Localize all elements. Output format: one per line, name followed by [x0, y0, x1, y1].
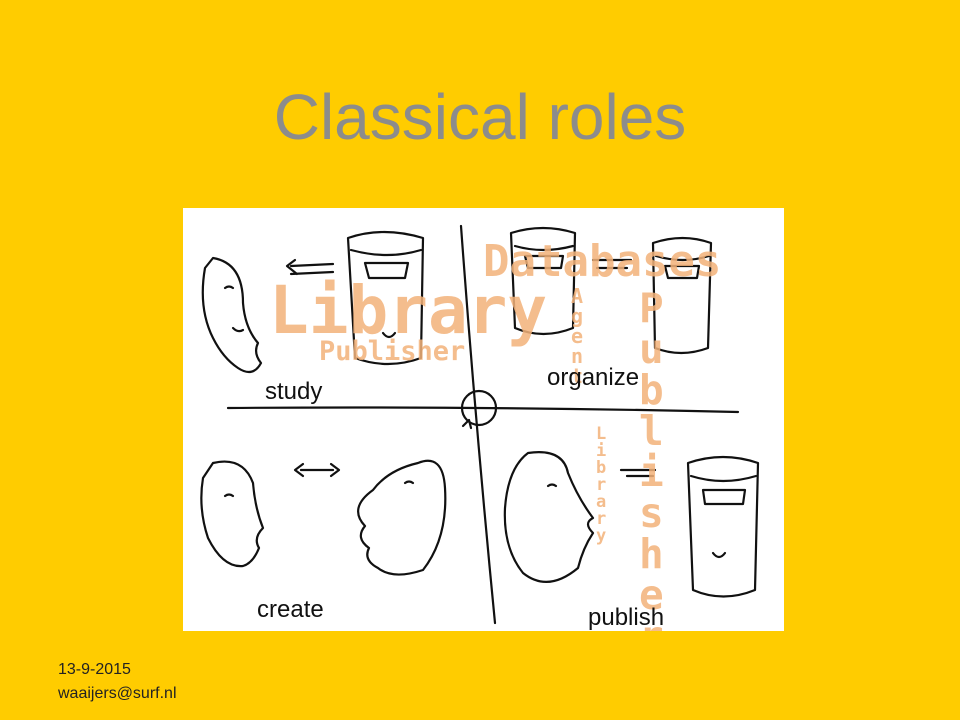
arrow-left [285, 258, 335, 276]
overlay-library: Library [269, 272, 548, 349]
face-study [201, 256, 263, 374]
label-study: study [265, 378, 323, 405]
arrow-double [293, 462, 341, 478]
overlay-databases: Databases [483, 236, 722, 287]
cup-organize-1 [509, 226, 577, 336]
label-publish: publish [588, 604, 665, 631]
vertical-axis [459, 224, 497, 625]
cup-publish [686, 455, 760, 598]
horizontal-axis [226, 406, 740, 414]
slide-title: Classical roles [273, 81, 687, 153]
label-create: create [257, 596, 324, 623]
footer-email: waaijers@surf.nl [58, 685, 177, 702]
overlay-publisher: Publisher [319, 336, 466, 367]
label-organize: organize [547, 364, 640, 391]
cup-organize-2 [651, 236, 713, 355]
sketch-drawing [200, 224, 760, 625]
center-circle [460, 389, 498, 427]
face-create-right [357, 459, 447, 576]
cup-study [346, 230, 425, 366]
face-publish [503, 451, 595, 583]
overlay-publisher-vertical: Publisher [639, 284, 664, 632]
face-create-left [200, 460, 265, 568]
footer-date: 13-9-2015 [58, 661, 131, 678]
